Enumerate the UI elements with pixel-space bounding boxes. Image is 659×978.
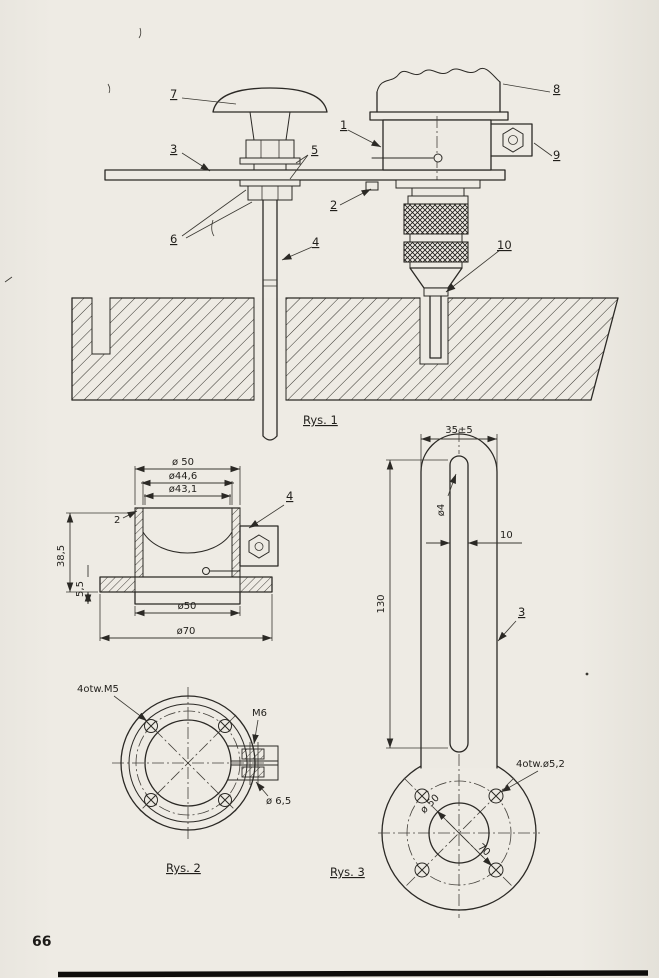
fig1-motor-unit [365, 68, 533, 359]
chuck-nose [409, 267, 463, 289]
fig1-caption: Rys. 1 [303, 413, 338, 427]
dim-dia446: ø44,6 [169, 471, 197, 482]
detail-part4: ø 50 ø44,6 ø43,1 2 [56, 457, 293, 642]
dim-10: 10 [500, 530, 513, 541]
callout-7: 7 [170, 87, 177, 101]
label-m6: M6 [252, 708, 267, 719]
dim-dia70: ø70 [177, 626, 196, 637]
knurled-sleeve-lower [403, 241, 469, 263]
detail-hex-bolt [248, 534, 270, 559]
fig1-assembly: 7 3 5 6 1 2 4 8 9 10 Rys. 1 [71, 68, 619, 441]
washer-lower [239, 179, 301, 187]
dim-thk2: 2 [114, 515, 120, 526]
clamp-lug [227, 742, 279, 785]
callout-6: 6 [170, 232, 177, 246]
fixing-screw [365, 181, 379, 191]
fig3-callout-3: 3 [518, 605, 525, 619]
fig3-caption: Rys. 3 [330, 865, 365, 879]
detail-part4-body [99, 507, 279, 605]
callout-8: 8 [553, 82, 560, 96]
callout-2: 2 [330, 198, 337, 212]
drill-bit [429, 295, 442, 359]
knob [212, 87, 328, 113]
scan-artifacts [4, 27, 649, 978]
dim-dia50-top: ø 50 [172, 457, 194, 468]
washer-upper [239, 157, 301, 165]
boss-bolt-circle [406, 780, 512, 886]
drill-chuck [395, 179, 481, 359]
dim-dia431: ø43,1 [169, 484, 197, 495]
fig2-flange-view: 4otw.M5 M6 ø 6,5 Rys. 2 [77, 684, 291, 875]
detail-callout-4: 4 [286, 489, 293, 503]
outer-circle [120, 695, 256, 831]
callout-1: 1 [340, 118, 347, 132]
scan-artifact [211, 219, 215, 237]
label-4otw-m5: 4otw.M5 [77, 684, 119, 695]
label-dia65: ø 6,5 [266, 796, 291, 807]
callout-4: 4 [312, 235, 319, 249]
dim-35: 35±5 [445, 425, 472, 436]
hex-nut-lower [247, 185, 293, 201]
label-4otw-dia52: 4otw.ø5,2 [516, 759, 565, 770]
fig2-caption: Rys. 2 [166, 861, 201, 875]
slot [449, 455, 469, 753]
bolt-holes [144, 719, 232, 807]
bolt-circle [135, 710, 241, 816]
dim-dia4: ø4 [436, 504, 447, 516]
knurled-sleeve-upper [403, 203, 469, 235]
hex-bolt [502, 127, 524, 153]
fig1-knob-and-rod [104, 87, 506, 441]
callout-9: 9 [553, 148, 560, 162]
hex-nut-upper [245, 139, 295, 159]
callout-10: 10 [497, 238, 512, 252]
callout-3: 3 [170, 142, 177, 156]
base-plate [104, 169, 506, 181]
fig1-table-section [71, 297, 619, 401]
detail-pin [202, 567, 210, 575]
bore-circle [144, 719, 232, 807]
page-number: 66 [32, 934, 51, 950]
dim-385: 38,5 [56, 545, 67, 567]
threaded-rod [262, 199, 278, 441]
dim-130: 130 [376, 594, 387, 613]
boss-holes [414, 788, 504, 878]
callout-5: 5 [311, 143, 318, 157]
fig1-leader-lines [181, 83, 553, 293]
fig3-arm: 35±5 ø4 10 130 3 4otw.ø5,2 ø 50 70 Rys. … [330, 425, 565, 918]
side-bracket [490, 123, 533, 157]
broken-edge [376, 68, 501, 93]
boss-bore-circle [428, 802, 490, 864]
dim-dia50-bot: ø50 [178, 601, 197, 612]
dim-55: 5,5 [75, 581, 86, 597]
